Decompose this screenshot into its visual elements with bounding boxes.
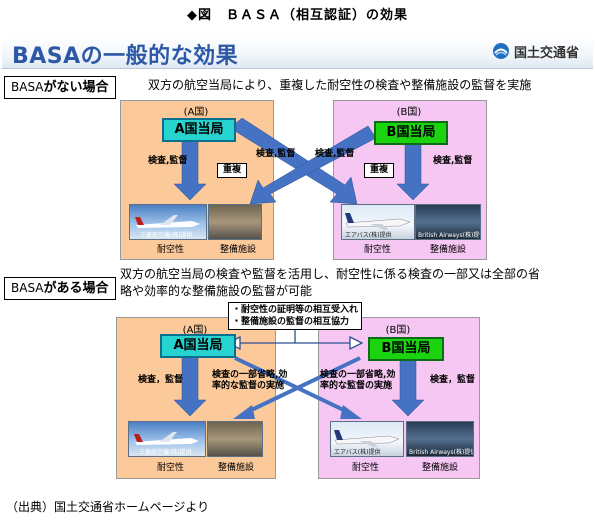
arrow-b-to-a-top xyxy=(249,125,377,205)
case-with-description-line1: 双方の航空当局の検査や監督を活用し、耐空性に係る検査の一部又は全部の省 xyxy=(120,267,541,281)
aircraft-icon xyxy=(134,432,199,445)
item-facility-b-bottom: 整備施設 xyxy=(422,463,459,473)
agency-b-top: B国当局 xyxy=(374,121,448,145)
mlit-logo: 国土交通省 xyxy=(492,41,579,61)
photo-caption-b2-top: British Airways(株)提供 xyxy=(418,232,481,239)
case-without-label-suffix: がない場合 xyxy=(43,80,109,95)
efficiency-note-b: 検査の一部省略,効 率的な監督の実施 xyxy=(320,370,395,392)
arrow-cross-a-to-b xyxy=(234,356,353,416)
aircraft-icon xyxy=(135,215,200,228)
mutual-acceptance-note: ・耐空性の証明等の相互受入れ ・整備施設の監督の相互協力 xyxy=(228,302,363,330)
country-b-name-top: (B国) xyxy=(396,107,422,118)
arrow-cross-b-to-a-head xyxy=(233,405,255,419)
arrow-b-down-top xyxy=(396,139,430,201)
facility-photo-a-top xyxy=(208,204,262,240)
facility-photo-b-top: British Airways(株)提供 xyxy=(415,204,481,240)
note-line-1: ・耐空性の証明等の相互受入れ xyxy=(232,305,359,315)
facility-photo-b-bottom: British Airways(株)提供 xyxy=(406,421,474,457)
arrow-cross-a-to-b-head xyxy=(340,405,362,419)
arrow-a-down-top xyxy=(173,139,207,201)
arrow-a-down-bottom xyxy=(173,354,207,417)
case-with-description-line2: 略や効率的な整備施設の監督が可能 xyxy=(120,284,313,298)
efficiency-note-a: 検査の一部省略,効 率的な監督の実施 xyxy=(212,370,287,392)
item-facility-a-top: 整備施設 xyxy=(220,245,257,255)
efficiency-note-b-line1: 検査の一部省略,効 xyxy=(320,370,396,380)
inspection-label-b-bottom: 検査，監督 xyxy=(430,375,476,385)
inspection-label-a-bottom: 検査，監督 xyxy=(138,375,184,385)
note-line-2: ・整備施設の監督の相互協力 xyxy=(232,317,350,327)
figure-title: ◆図 ＢＡＳＡ（相互認証）の効果 xyxy=(187,8,408,23)
efficiency-note-a-line1: 検査の一部省略,効 xyxy=(212,370,288,380)
inspection-label-a-left: 検査,監督 xyxy=(148,156,188,166)
case-with-label: BASAがある場合 xyxy=(4,277,116,300)
item-airworthiness-b-bottom: 耐空性 xyxy=(352,463,380,473)
agency-a-top: A国当局 xyxy=(162,118,236,142)
photo-caption-b-bottom: エアバス(株)提供 xyxy=(334,449,381,456)
item-airworthiness-b-top: 耐空性 xyxy=(364,245,392,255)
country-b-name-bottom: (B国) xyxy=(385,325,411,336)
logo-text: 国土交通省 xyxy=(514,45,580,61)
aircraft-photo-b-bottom: エアバス(株)提供 xyxy=(330,421,404,457)
case-without-label: BASAがない場合 xyxy=(4,76,116,99)
inspection-label-center-left: 検査,監督 xyxy=(256,149,296,159)
arrow-cross-b-to-a xyxy=(242,356,361,416)
photo-caption-a-bottom: 三菱航空機(株)提供 xyxy=(139,449,192,456)
item-airworthiness-a-bottom: 耐空性 xyxy=(157,463,185,473)
photo-caption-b-top: エアバス(株)提供 xyxy=(345,232,392,239)
case-with-label-prefix: BASA xyxy=(11,281,44,295)
case-without-description: 双方の航空当局により、重複した耐空性の検査や整備施設の監督を実施 xyxy=(148,78,532,92)
item-facility-b-top: 整備施設 xyxy=(430,245,467,255)
aircraft-photo-b-top: エアバス(株)提供 xyxy=(341,204,415,240)
facility-photo-a-bottom xyxy=(207,421,263,457)
country-a-name-bottom: (A国) xyxy=(182,325,208,336)
aircraft-photo-a-top: 三菱航空機(株)提供 xyxy=(129,204,207,240)
aircraft-photo-a-bottom: 三菱航空機(株)提供 xyxy=(128,421,206,457)
aircraft-icon xyxy=(345,213,411,230)
source-note: （出典）国土交通省ホームページより xyxy=(6,500,210,514)
efficiency-note-a-line2: 率的な監督の実施 xyxy=(212,381,285,391)
item-facility-a-bottom: 整備施設 xyxy=(218,463,255,473)
efficiency-note-b-line2: 率的な監督の実施 xyxy=(320,381,393,391)
photo-caption-b2-bottom: British Airways(株)提供 xyxy=(409,449,474,456)
arrow-b-down-bottom xyxy=(391,354,425,417)
arrow-a-to-b-top xyxy=(229,117,358,205)
inspection-label-b-right: 検査,監督 xyxy=(433,156,473,166)
duplicate-badge-b: 重複 xyxy=(364,163,394,178)
country-a-name-top: (A国) xyxy=(183,107,209,118)
mlit-logo-icon xyxy=(493,43,509,59)
main-title: BASAの一般的な効果 xyxy=(12,44,239,69)
arrow-mutual-right-head xyxy=(349,335,364,351)
agency-a-bottom: A国当局 xyxy=(160,334,236,358)
inspection-label-center-right: 検査,監督 xyxy=(315,149,355,159)
item-airworthiness-a-top: 耐空性 xyxy=(157,245,185,255)
agency-b-bottom: B国当局 xyxy=(368,337,444,361)
duplicate-badge-a: 重複 xyxy=(217,163,247,178)
case-with-label-suffix: がある場合 xyxy=(43,281,109,296)
case-without-label-prefix: BASA xyxy=(11,80,44,94)
photo-caption-a-top: 三菱航空機(株)提供 xyxy=(140,232,193,239)
aircraft-icon xyxy=(334,430,400,447)
